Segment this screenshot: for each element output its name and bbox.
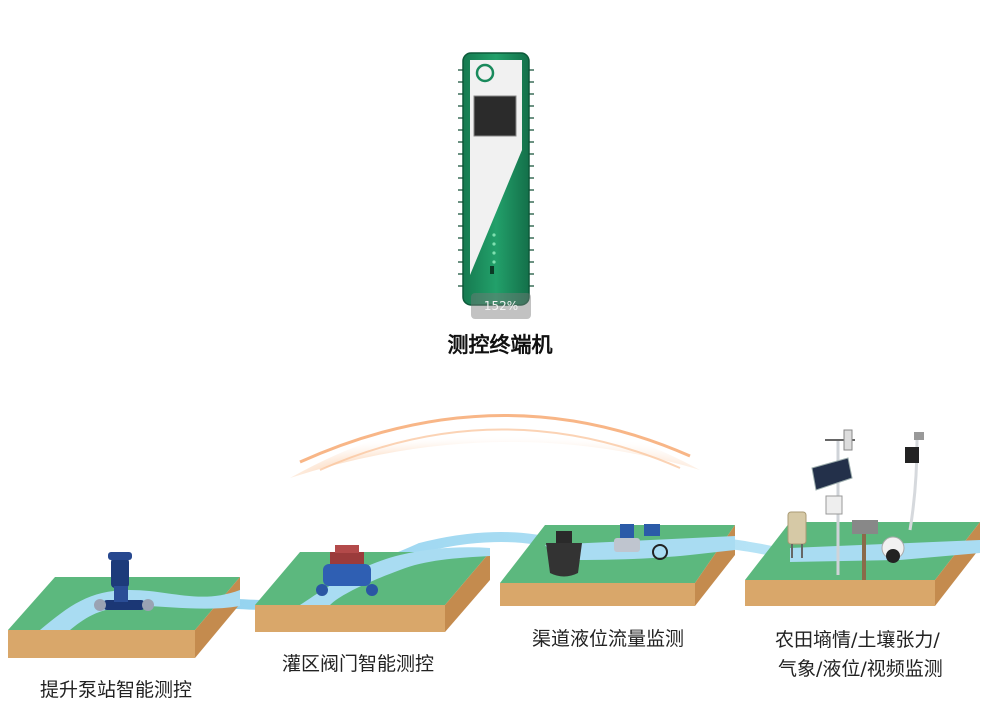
level-sensor-icon [546, 531, 582, 577]
valve-label: 灌区阀门智能测控 [282, 653, 435, 675]
field-label-line1: 农田墒情/土壤张力/ [775, 629, 940, 651]
device-title: 测控终端机 [447, 333, 553, 357]
channel-plot [500, 524, 735, 606]
terminal-device [458, 52, 534, 306]
soil-sensor-icon [787, 511, 807, 558]
camera-icon [881, 432, 924, 563]
channel-label: 渠道液位流量监测 [532, 628, 685, 650]
signal-wave-icon [290, 413, 700, 478]
pump-station-label: 提升泵站智能测控 [40, 679, 193, 701]
flow-meter-icon [614, 524, 668, 560]
rain-gauge-icon [852, 520, 878, 580]
valve-plot [255, 545, 490, 632]
pump-station-plot [8, 552, 240, 658]
field-plot [745, 429, 980, 606]
valve-icon [316, 545, 378, 596]
brand-logo-icon [475, 63, 495, 83]
pump-icon [94, 552, 154, 611]
field-label-line2: 气象/液位/视频监测 [778, 658, 943, 680]
zoom-badge: 152% [471, 293, 531, 319]
device-screen [473, 95, 517, 137]
weather-station-icon [811, 429, 855, 575]
